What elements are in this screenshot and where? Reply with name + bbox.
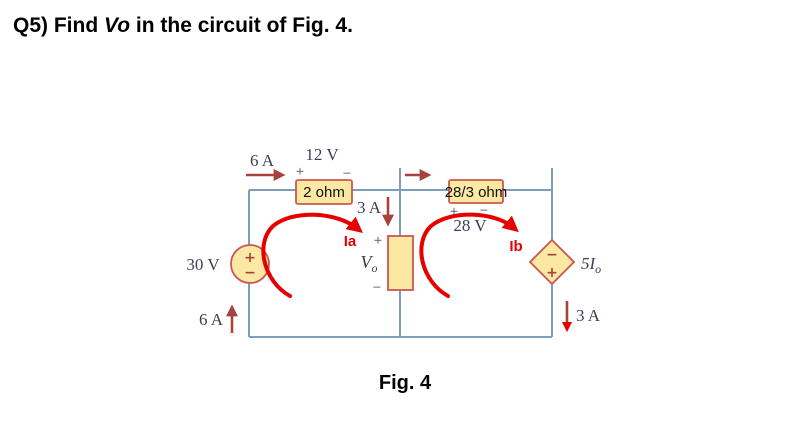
right-branch-minus-sign: − (480, 203, 488, 219)
resistor-28-3ohm (448, 179, 504, 204)
vo-letter: V (361, 252, 374, 272)
dependent-source-plus-sign: + (546, 265, 558, 281)
vo-symbol: Vo (361, 252, 378, 275)
voltage-source-30v (230, 244, 270, 284)
bottom-right-current-label: 3 A (576, 306, 601, 325)
vo-element (387, 235, 414, 291)
resistor-28-3ohm-label: 28/3 ohm (445, 184, 508, 201)
right-branch-voltage-label: 28 V (453, 216, 487, 235)
source-30v-minus-sign: − (244, 265, 256, 281)
bottom-left-current-label: 6 A (199, 310, 224, 329)
question-title: Q5) Find Vo in the circuit of Fig. 4. (13, 14, 353, 38)
resistor-2ohm-label: 2 ohm (303, 184, 345, 201)
top-voltage-plus-sign: + (296, 164, 304, 180)
mesh-current-b-arc (419, 212, 519, 298)
source-30v-plus-sign: + (244, 250, 256, 266)
dependent-source-subscript: o (595, 262, 601, 276)
figure-caption: Fig. 4 (378, 372, 432, 394)
dependent-source-minus-sign: − (546, 247, 558, 263)
right-branch-plus-sign: + (450, 204, 458, 220)
vo-subscript: o (372, 261, 378, 275)
title-suffix: in the circuit of Fig. 4. (130, 14, 353, 37)
top-left-current-label: 6 A (250, 151, 275, 170)
middle-branch-current-label: 3 A (357, 198, 382, 217)
mesh-current-a-arc (261, 212, 363, 298)
top-voltage-label: 12 V (305, 145, 339, 164)
title-variable: Vo (104, 14, 131, 37)
resistor-2ohm (295, 179, 353, 205)
mesh-current-a-label: Ia (344, 233, 357, 250)
title-prefix: Q5) Find (13, 14, 104, 37)
vo-plus-sign: + (374, 233, 382, 249)
dependent-source-label: 5Io (581, 254, 601, 276)
dependent-source-coefficient: 5I (581, 254, 597, 273)
left-source-label: 30 V (186, 255, 220, 274)
mesh-current-b-label: Ib (509, 238, 522, 255)
dependent-source-5io (528, 238, 576, 286)
vo-minus-sign: − (373, 280, 381, 296)
top-voltage-minus-sign: − (343, 166, 351, 182)
